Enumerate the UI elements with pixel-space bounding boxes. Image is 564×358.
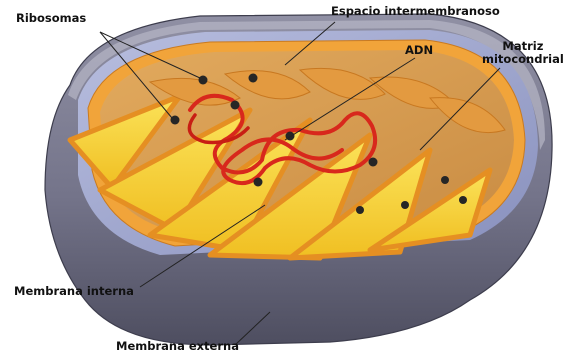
label-matriz-line-2: mitocondrial (482, 53, 564, 66)
label-membrana-externa: Membrana externa (116, 340, 239, 353)
label-adn: ADN (405, 44, 433, 57)
label-membrana-interna: Membrana interna (14, 285, 134, 298)
label-matriz-mitocondrial: Matriz mitocondrial (482, 40, 564, 66)
label-espacio-intermembranoso: Espacio intermembranoso (331, 5, 500, 18)
label-ribosomas: Ribosomas (16, 12, 86, 25)
